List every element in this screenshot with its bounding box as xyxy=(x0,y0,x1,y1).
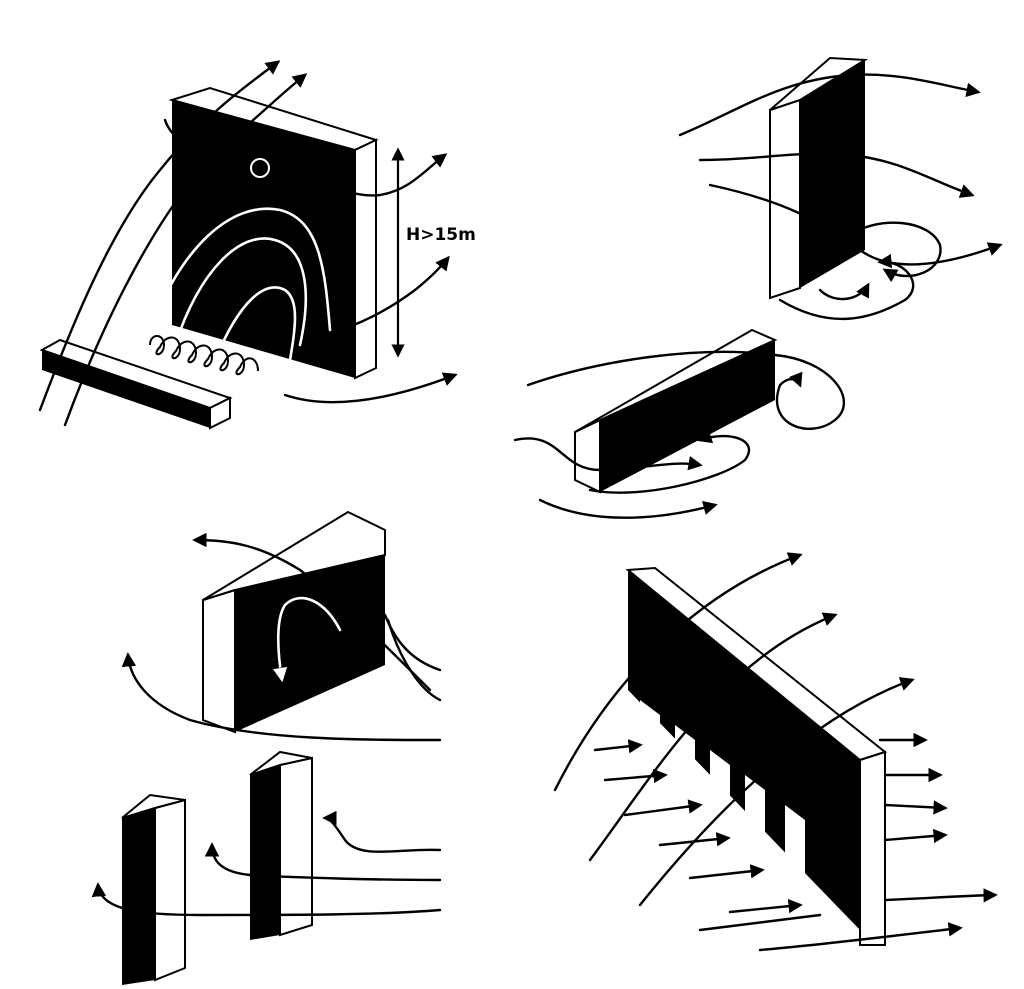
small-tower-left-front xyxy=(122,808,155,985)
mid-slab-top xyxy=(202,510,386,601)
thin-tower-top xyxy=(769,56,869,111)
flow-line xyxy=(883,888,998,903)
flow-line-white xyxy=(148,207,332,332)
height-label: H>15m xyxy=(406,225,476,245)
flow-line xyxy=(688,864,765,880)
flow-line xyxy=(163,118,448,197)
pilotis-slab-end xyxy=(859,750,886,946)
flow-line xyxy=(603,768,668,784)
flow-line xyxy=(758,922,963,952)
panel-tower-and-bar xyxy=(513,56,1003,519)
flow-line xyxy=(91,882,442,917)
flow-line xyxy=(338,255,450,332)
flow-line xyxy=(121,652,442,742)
small-tower-right-front xyxy=(250,765,280,940)
flow-line xyxy=(883,828,948,844)
small-tower-left-side xyxy=(154,798,186,982)
mid-slab-front xyxy=(202,588,236,734)
flow-line xyxy=(513,437,703,472)
pilotis-opening xyxy=(785,805,805,890)
stagnation-point-marker xyxy=(250,158,270,178)
tall-slab-side xyxy=(354,138,377,380)
flow-line xyxy=(728,898,803,914)
flow-line-white xyxy=(278,596,342,680)
flow-line xyxy=(698,152,975,198)
flow-line xyxy=(848,221,942,283)
flow-line xyxy=(588,612,838,862)
panel-slab-and-towers xyxy=(91,510,442,985)
ground-vortex-coil xyxy=(149,335,259,376)
small-tower-left-top xyxy=(121,793,186,819)
long-block-top xyxy=(574,328,778,433)
flow-line xyxy=(63,73,308,427)
thin-tower-side xyxy=(800,60,865,288)
flow-line xyxy=(778,253,915,321)
flow-line xyxy=(192,532,432,692)
flow-line xyxy=(38,60,281,412)
thin-tower-front xyxy=(769,98,801,300)
flow-line xyxy=(283,372,458,404)
pilotis-opening xyxy=(675,725,695,800)
panel-tall-slab: H>15m xyxy=(38,60,476,430)
flow-line xyxy=(638,677,915,907)
pilotis-opening xyxy=(745,775,765,860)
flow-line xyxy=(538,498,718,519)
small-tower-right-side xyxy=(279,756,313,937)
panel-slab-on-pilotis xyxy=(553,552,998,952)
flow-line xyxy=(818,282,870,301)
low-building-end xyxy=(209,396,231,430)
flow-line xyxy=(553,552,803,792)
flow-line xyxy=(588,429,751,494)
flow-line xyxy=(623,799,703,817)
flow-line xyxy=(593,739,643,754)
flow-line xyxy=(658,832,731,847)
flow-line xyxy=(383,613,442,672)
flow-line xyxy=(883,800,948,815)
flow-line xyxy=(698,913,822,932)
pilotis-opening xyxy=(640,700,660,770)
flow-line-white xyxy=(173,237,308,347)
flow-line xyxy=(526,350,846,430)
small-tower-right-top xyxy=(249,750,313,776)
low-building-front xyxy=(42,350,210,428)
mid-slab-side xyxy=(235,555,385,732)
flow-line xyxy=(678,73,981,137)
flow-line xyxy=(386,618,442,702)
long-block-side xyxy=(600,340,775,492)
flow-line xyxy=(322,810,442,853)
flow-line-white xyxy=(213,286,297,362)
flow-line xyxy=(204,842,442,882)
